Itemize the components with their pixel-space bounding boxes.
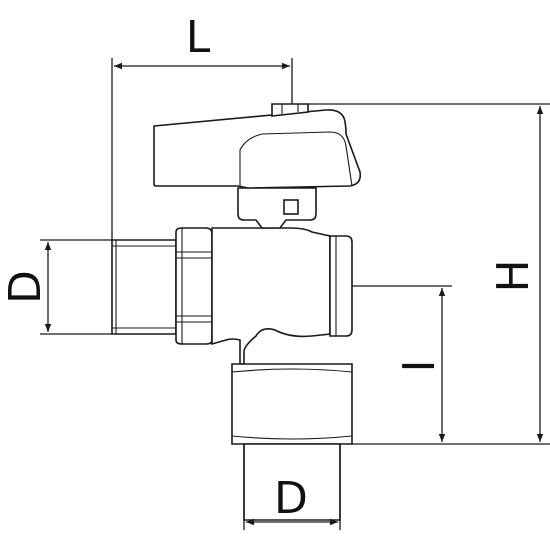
label-length: L (186, 12, 211, 63)
dimension-lines (40, 58, 550, 530)
valve-stem (237, 187, 317, 229)
label-diameter-left: D (0, 270, 51, 304)
butterfly-handle (153, 109, 362, 189)
hex-nut (175, 227, 213, 345)
lower-collar (231, 363, 353, 445)
left-threaded-end (111, 239, 177, 335)
label-height: H (488, 259, 539, 292)
stem-indicator (283, 199, 299, 215)
label-diameter-bottom: D (274, 473, 308, 524)
top-nut (271, 103, 309, 117)
main-body (211, 227, 331, 365)
label-offset: I (394, 360, 445, 373)
valve-body (111, 103, 362, 521)
right-flange (329, 235, 353, 337)
